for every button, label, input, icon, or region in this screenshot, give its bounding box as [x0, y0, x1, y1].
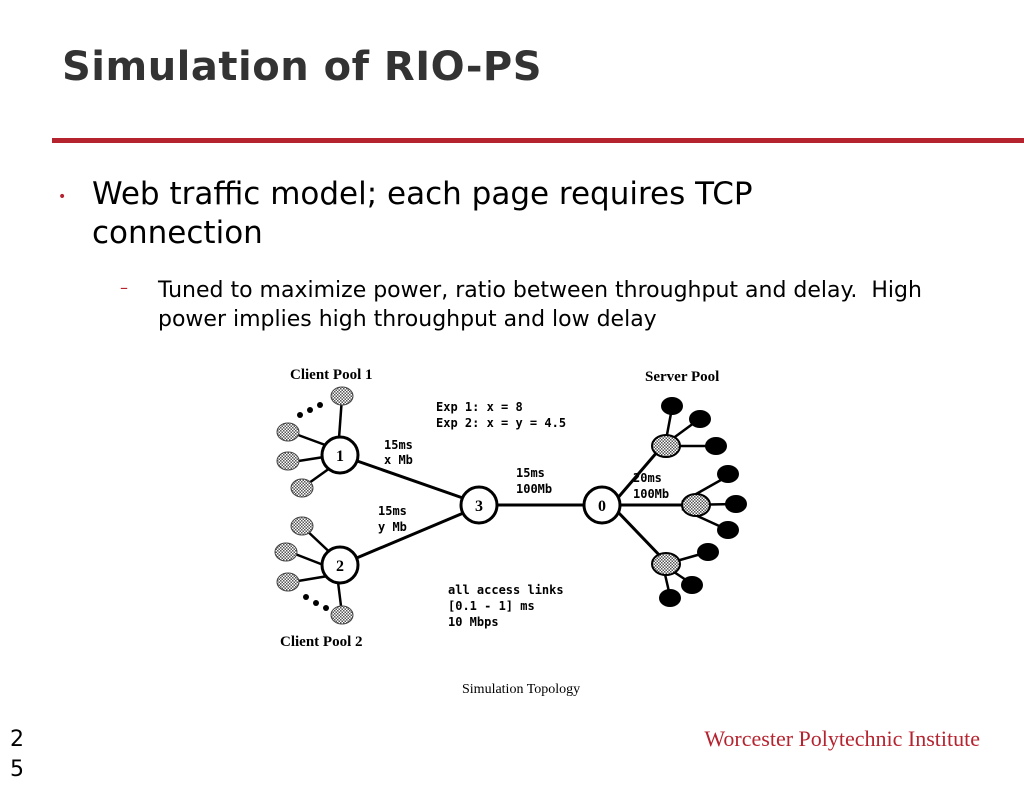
- title-divider: [52, 138, 1024, 143]
- server-host: [717, 465, 739, 483]
- server-router: [651, 434, 681, 458]
- router-node-3: [459, 485, 499, 525]
- link2-delay-label: 15ms: [378, 504, 407, 518]
- router-node-2: [320, 545, 360, 585]
- bullet-marker: •: [58, 189, 67, 205]
- node-1-label: 1: [336, 448, 344, 465]
- link-0-server-c: [614, 508, 666, 562]
- node-2-label: 2: [336, 558, 344, 575]
- server-link-bw-label: 100Mb: [633, 487, 669, 501]
- server-router: [651, 552, 681, 576]
- footer-institution: Worcester Polytechnic Institute: [704, 726, 980, 751]
- server-link-delay-label: 20ms: [633, 471, 662, 485]
- server-host: [697, 543, 719, 561]
- access-bw-label: 10 Mbps: [448, 615, 499, 629]
- sub-bullet-text: Tuned to maximize power, ratio between t…: [158, 278, 929, 332]
- simulation-topology-diagram: Client Pool 1 Server Pool Client Pool 2 …: [274, 367, 747, 697]
- link1-bw-label: x Mb: [384, 453, 413, 467]
- router-node-1: [320, 435, 360, 475]
- server-pool-label: Server Pool: [645, 369, 719, 385]
- server-host: [705, 437, 727, 455]
- router-node-0: [582, 485, 622, 525]
- access-links-label: all access links: [448, 583, 564, 597]
- server-host: [659, 589, 681, 607]
- client-host: [290, 516, 314, 536]
- bullet-text: Web traffic model; each page requires TC…: [92, 176, 753, 251]
- client-host: [330, 605, 354, 625]
- server-host: [689, 410, 711, 428]
- link2-bw-label: y Mb: [378, 520, 407, 534]
- server-host: [681, 576, 703, 594]
- server-host: [717, 521, 739, 539]
- exp1-label: Exp 1: x = 8: [436, 400, 523, 414]
- client-pool-2-label: Client Pool 2: [280, 634, 363, 650]
- server-host: [725, 495, 747, 513]
- client-host: [330, 386, 354, 406]
- diagram-caption: Simulation Topology: [462, 682, 580, 697]
- sub-bullet-marker: –: [120, 278, 128, 297]
- link1-delay-label: 15ms: [384, 438, 413, 452]
- client-host: [290, 478, 314, 498]
- client-host: [276, 572, 300, 592]
- core-link-bw-label: 100Mb: [516, 482, 552, 496]
- link-2-3: [339, 504, 481, 567]
- access-delay-label: [0.1 - 1] ms: [448, 599, 535, 613]
- client-host: [276, 451, 300, 471]
- client-host: [274, 542, 298, 562]
- server-host: [661, 397, 683, 415]
- client-host: [276, 422, 300, 442]
- page-number: 25: [10, 727, 24, 782]
- link-1-3: [339, 453, 481, 506]
- node-3-label: 3: [475, 498, 483, 515]
- exp2-label: Exp 2: x = y = 4.5: [436, 416, 566, 430]
- node-0-label: 0: [598, 498, 606, 515]
- core-link-delay-label: 15ms: [516, 466, 545, 480]
- server-router: [681, 493, 711, 517]
- client-pool-1-label: Client Pool 1: [290, 367, 373, 383]
- slide-title: Simulation of RIO-PS: [62, 44, 543, 90]
